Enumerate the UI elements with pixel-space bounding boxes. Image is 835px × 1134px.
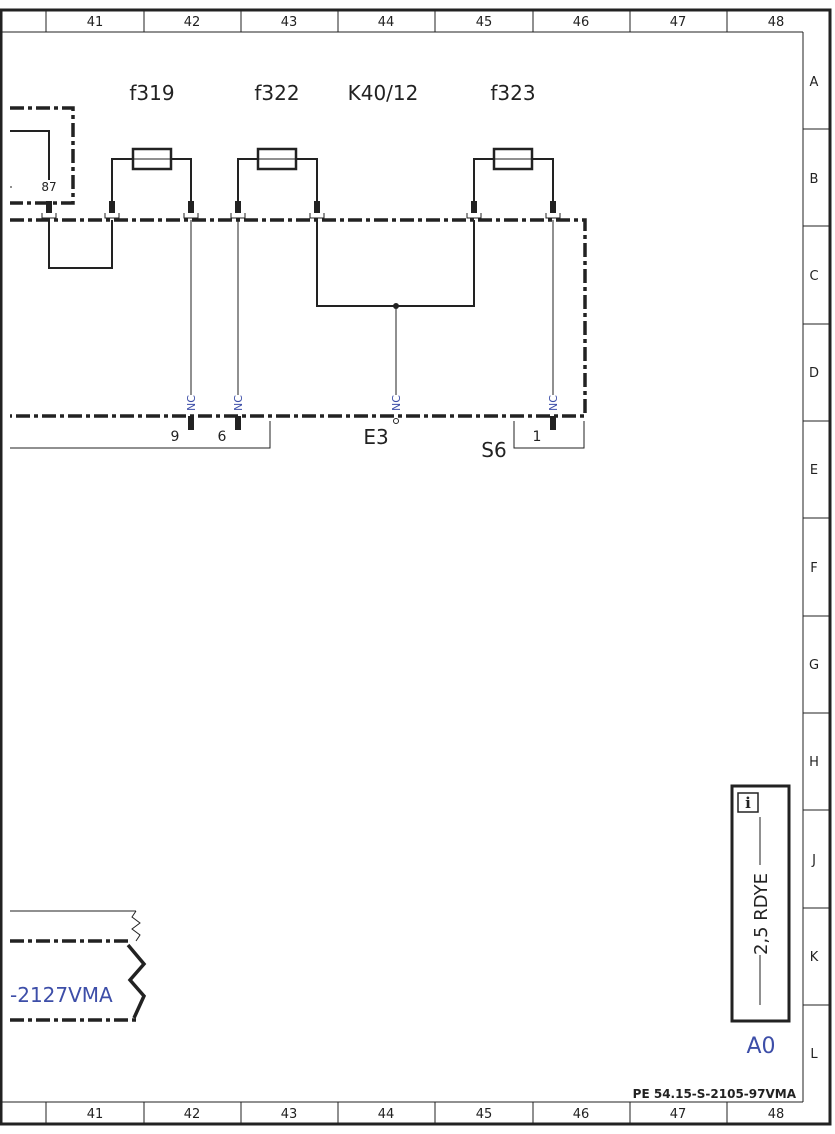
col-label-bottom: 41 [87,1107,104,1122]
relay-enclosure-left [10,106,75,205]
nc-label: NC [390,395,403,411]
sheet-border [0,8,832,1126]
nc-label: NC [547,395,560,411]
col-label-top: 41 [87,15,104,30]
row-label: F [810,561,817,576]
row-label: K [810,950,819,965]
connector-label-e3: E3 [363,425,388,449]
row-label: C [809,269,818,284]
col-label-top: 48 [768,15,785,30]
col-label-top: 45 [476,15,493,30]
col-label-top: 43 [281,15,298,30]
column-grid [45,10,728,1124]
col-label-bottom: 42 [184,1107,201,1122]
internal-wiring [48,220,554,395]
row-label: H [809,755,819,770]
row-label: A [810,75,819,90]
col-label-top: 42 [184,15,201,30]
fuse-f323 [473,147,554,207]
col-label-bottom: 44 [378,1107,395,1122]
col-label-bottom: 48 [768,1107,785,1122]
col-label-bottom: 47 [670,1107,687,1122]
row-label: J [811,853,816,868]
info-box [730,784,791,1023]
module-enclosure-k40-12 [10,218,587,418]
row-grid [803,128,830,1006]
fuse-f322 [237,147,318,207]
info-icon[interactable]: i [745,794,751,812]
module-label-k40-12: K40/12 [348,81,419,105]
fuse-label-f322: f322 [254,81,299,105]
fuse-label-f319: f319 [129,81,174,105]
pin-label-9: 9 [171,429,180,445]
terminal-row-top [41,201,561,219]
row-label: D [809,366,819,381]
row-label: E [810,463,818,478]
nc-label: NC [185,395,198,411]
row-label: L [810,1047,818,1062]
connector-e3 [10,416,271,449]
pin-label-87: 87 [41,180,56,194]
pin-label-6: 6 [218,429,227,445]
connector-label-s6: S6 [481,438,506,462]
connector-s6 [513,416,585,449]
col-label-top: 47 [670,15,687,30]
pin-label-1: 1 [533,429,542,445]
col-label-bottom: 43 [281,1107,298,1122]
nc-label: NC [232,395,245,411]
drawing-code: PE 54.15-S-2105-97VMA [633,1087,797,1101]
fuse-f319 [111,147,192,207]
wire-spec-label: 2,5 RDYE [751,873,772,955]
cross-reference-label: -2127VMA [10,983,113,1007]
col-label-bottom: 45 [476,1107,493,1122]
fuse-label-f323: f323 [490,81,535,105]
location-label: A0 [746,1034,775,1059]
row-label: G [809,658,819,673]
row-label: B [810,172,819,187]
col-label-bottom: 46 [573,1107,590,1122]
harness-break [10,910,147,1022]
col-label-top: 44 [378,15,395,30]
col-label-top: 46 [573,15,590,30]
